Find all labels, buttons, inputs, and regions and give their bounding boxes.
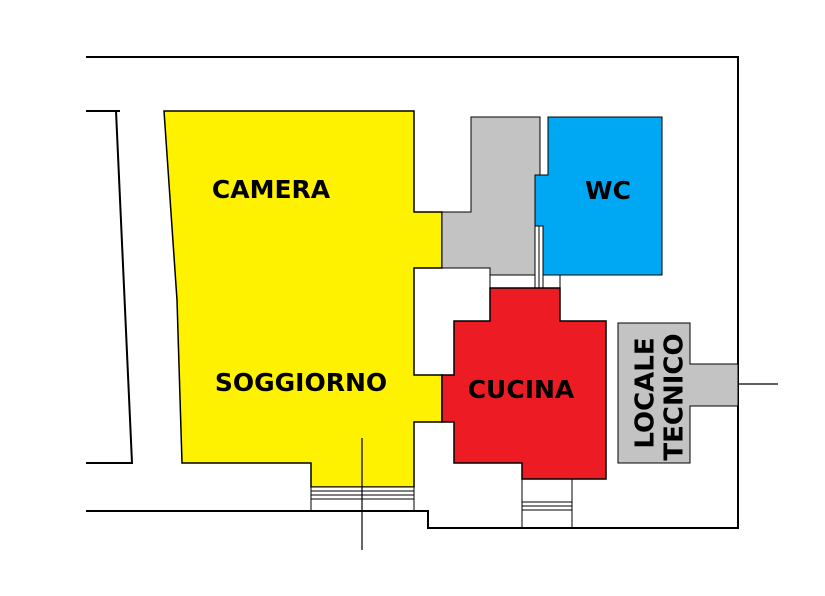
label-locale: LOCALE: [631, 337, 661, 448]
door-disimpegno-cucina: [534, 225, 544, 289]
room-locale-tecnico: [617, 322, 739, 464]
label-tecnico: TECNICO: [660, 333, 690, 460]
left-boundary-wall: [86, 110, 134, 464]
label-cucina: CUCINA: [468, 375, 575, 404]
room-disimpegno: [441, 116, 541, 276]
room-cucina: [441, 287, 607, 480]
room-camera-soggiorno: [163, 110, 443, 488]
outer-perimeter-wall: [86, 56, 739, 529]
label-camera: CAMERA: [212, 175, 331, 204]
window-cucina: [521, 501, 573, 511]
label-wc: WC: [585, 176, 631, 205]
label-soggiorno: SOGGIORNO: [215, 368, 387, 397]
